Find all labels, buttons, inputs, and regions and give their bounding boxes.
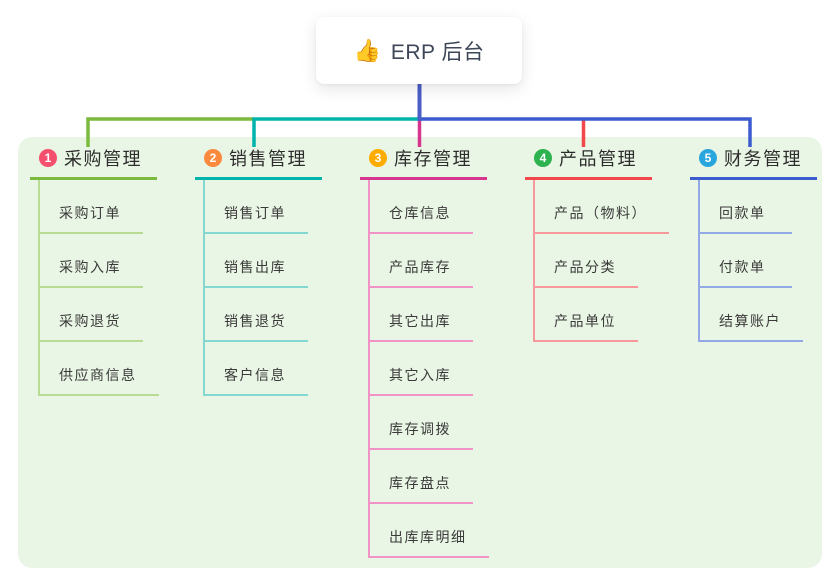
branch-finance: 5 财务管理 回款单 付款单 结算账户 <box>690 139 817 342</box>
child-node-sales-outbound[interactable]: 销售出库 <box>205 234 308 288</box>
branch-finance-header[interactable]: 5 财务管理 <box>690 139 817 180</box>
branch-product-title: 产品管理 <box>559 149 637 169</box>
branch-inventory-header[interactable]: 3 库存管理 <box>360 139 487 180</box>
child-label: 产品（物料） <box>554 205 647 221</box>
child-label: 仓库信息 <box>389 205 451 221</box>
child-node-product-unit[interactable]: 产品单位 <box>535 288 638 342</box>
child-label: 其它入库 <box>389 367 451 383</box>
branch-product: 4 产品管理 产品（物料） 产品分类 产品单位 <box>525 139 669 342</box>
branch-inventory-title: 库存管理 <box>394 149 472 169</box>
thumbs-up-icon: 👍 <box>353 37 381 63</box>
branch-product-children: 产品（物料） 产品分类 产品单位 <box>533 180 669 342</box>
child-label: 产品分类 <box>554 259 616 275</box>
child-label: 销售出库 <box>224 259 286 275</box>
child-node-sales-order[interactable]: 销售订单 <box>205 180 308 234</box>
child-node-stock-transfer[interactable]: 库存调拨 <box>370 396 473 450</box>
child-label: 其它出库 <box>389 313 451 329</box>
branch-inventory: 3 库存管理 仓库信息 产品库存 其它出库 其它入库 库存调拨 库存盘点 出库库… <box>360 139 489 558</box>
child-node-sales-return[interactable]: 销售退货 <box>205 288 308 342</box>
child-label: 出库库明细 <box>389 529 467 545</box>
child-node-customer-info[interactable]: 客户信息 <box>205 342 308 396</box>
child-label: 采购入库 <box>59 259 121 275</box>
badge-4-icon: 4 <box>534 149 552 167</box>
child-label: 供应商信息 <box>59 367 137 383</box>
branch-sales-header[interactable]: 2 销售管理 <box>195 139 322 180</box>
branch-finance-children: 回款单 付款单 结算账户 <box>698 180 817 342</box>
child-node-outbound-detail[interactable]: 出库库明细 <box>370 504 489 558</box>
root-node[interactable]: 👍 ERP 后台 <box>316 17 522 84</box>
child-node-receipt-bill[interactable]: 回款单 <box>700 180 792 234</box>
child-node-other-outbound[interactable]: 其它出库 <box>370 288 473 342</box>
child-label: 付款单 <box>719 259 766 275</box>
child-node-supplier-info[interactable]: 供应商信息 <box>40 342 159 396</box>
child-label: 采购退货 <box>59 313 121 329</box>
branch-sales: 2 销售管理 销售订单 销售出库 销售退货 客户信息 <box>195 139 322 396</box>
branch-inventory-children: 仓库信息 产品库存 其它出库 其它入库 库存调拨 库存盘点 出库库明细 <box>368 180 489 558</box>
child-label: 结算账户 <box>719 313 781 329</box>
badge-3-icon: 3 <box>369 149 387 167</box>
branch-purchase-children: 采购订单 采购入库 采购退货 供应商信息 <box>38 180 159 396</box>
child-label: 客户信息 <box>224 367 286 383</box>
child-node-purchase-inbound[interactable]: 采购入库 <box>40 234 143 288</box>
branches-panel <box>18 137 822 568</box>
child-label: 产品单位 <box>554 313 616 329</box>
child-label: 库存盘点 <box>389 475 451 491</box>
child-label: 采购订单 <box>59 205 121 221</box>
branch-product-header[interactable]: 4 产品管理 <box>525 139 652 180</box>
child-label: 销售订单 <box>224 205 286 221</box>
branch-finance-title: 财务管理 <box>724 149 802 169</box>
child-label: 产品库存 <box>389 259 451 275</box>
child-node-product-material[interactable]: 产品（物料） <box>535 180 669 234</box>
child-node-purchase-order[interactable]: 采购订单 <box>40 180 143 234</box>
badge-5-icon: 5 <box>699 149 717 167</box>
child-label: 销售退货 <box>224 313 286 329</box>
root-label: ERP 后台 <box>390 40 485 64</box>
child-node-settlement-account[interactable]: 结算账户 <box>700 288 803 342</box>
child-node-other-inbound[interactable]: 其它入库 <box>370 342 473 396</box>
badge-1-icon: 1 <box>39 149 57 167</box>
child-node-product-stock[interactable]: 产品库存 <box>370 234 473 288</box>
branch-purchase: 1 采购管理 采购订单 采购入库 采购退货 供应商信息 <box>30 139 159 396</box>
badge-2-icon: 2 <box>204 149 222 167</box>
branch-purchase-title: 采购管理 <box>64 149 142 169</box>
child-label: 库存调拨 <box>389 421 451 437</box>
branch-sales-title: 销售管理 <box>229 149 307 169</box>
branch-purchase-header[interactable]: 1 采购管理 <box>30 139 157 180</box>
branch-sales-children: 销售订单 销售出库 销售退货 客户信息 <box>203 180 322 396</box>
child-node-payment-bill[interactable]: 付款单 <box>700 234 792 288</box>
child-node-product-category[interactable]: 产品分类 <box>535 234 638 288</box>
child-label: 回款单 <box>719 205 766 221</box>
child-node-purchase-return[interactable]: 采购退货 <box>40 288 143 342</box>
child-node-warehouse-info[interactable]: 仓库信息 <box>370 180 473 234</box>
child-node-stock-taking[interactable]: 库存盘点 <box>370 450 473 504</box>
